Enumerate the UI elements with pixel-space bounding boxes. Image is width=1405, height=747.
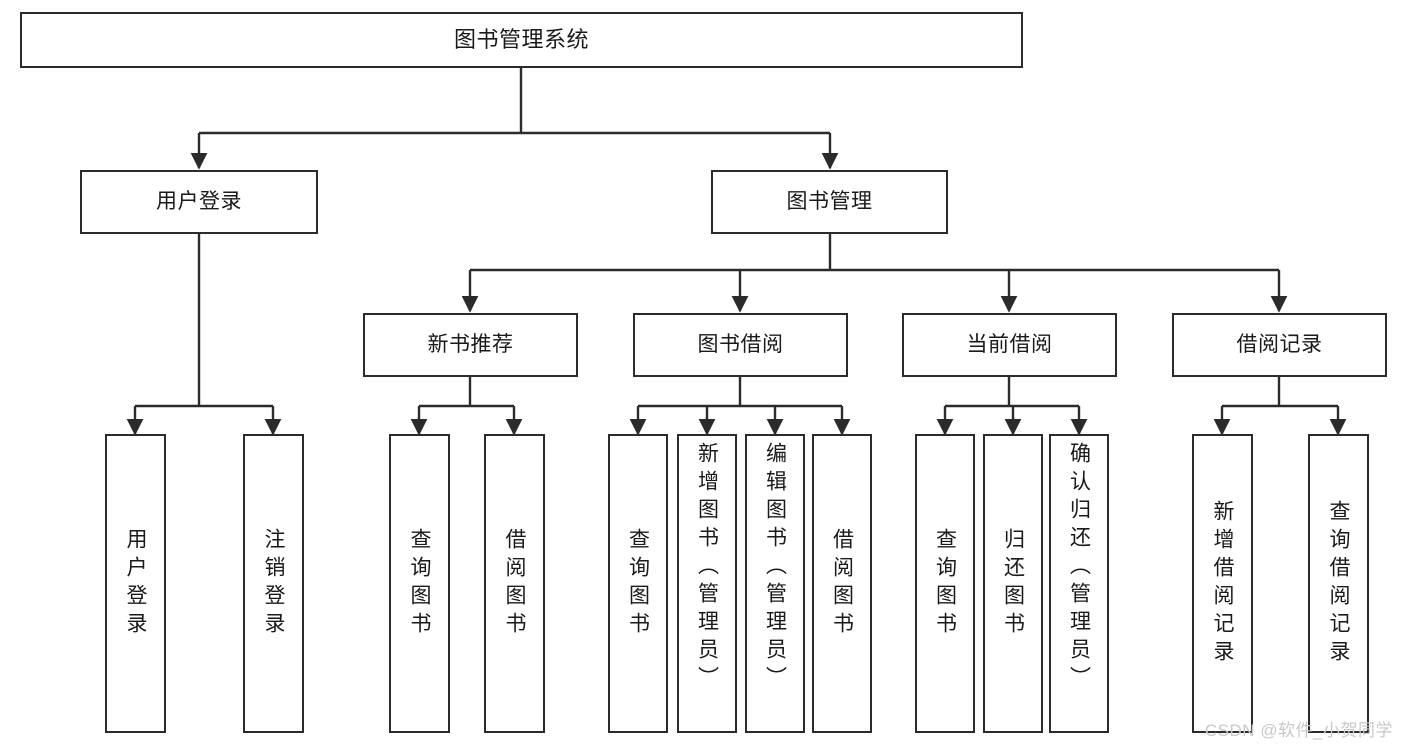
- leaf-book-borrow-add-label: 新增图书（管理员）: [695, 442, 719, 694]
- leaf-user-login-login[interactable]: 用户登录: [105, 434, 166, 733]
- leaf-book-borrow-search[interactable]: 查询图书: [608, 434, 668, 733]
- leaf-current-borrow-return[interactable]: 归还图书: [983, 434, 1043, 733]
- leaf-borrow-record-search-label: 查询借阅记录: [1327, 499, 1350, 668]
- node-book-borrow-label: 图书借阅: [697, 332, 784, 356]
- leaf-book-borrow-search-label: 查询图书: [626, 527, 650, 640]
- leaf-current-borrow-search[interactable]: 查询图书: [915, 434, 975, 733]
- leaf-new-book-search[interactable]: 查询图书: [389, 434, 450, 733]
- leaf-user-login-logout-label: 注销登录: [262, 527, 285, 640]
- leaf-book-borrow-borrow-label: 借阅图书: [830, 527, 854, 640]
- leaf-borrow-record-search[interactable]: 查询借阅记录: [1308, 434, 1369, 733]
- node-book-borrow[interactable]: 图书借阅: [633, 313, 848, 377]
- node-current-borrow[interactable]: 当前借阅: [902, 313, 1117, 377]
- leaf-current-borrow-return-label: 归还图书: [1001, 527, 1025, 640]
- leaf-book-borrow-borrow[interactable]: 借阅图书: [812, 434, 872, 733]
- leaf-new-book-borrow[interactable]: 借阅图书: [484, 434, 545, 733]
- leaf-user-login-login-label: 用户登录: [124, 527, 147, 640]
- leaf-new-book-borrow-label: 借阅图书: [503, 527, 526, 640]
- node-new-book-recommend-label: 新书推荐: [427, 332, 514, 356]
- node-user-login-label: 用户登录: [156, 189, 242, 213]
- leaf-book-borrow-edit-label: 编辑图书（管理员）: [763, 442, 787, 694]
- node-book-management[interactable]: 图书管理: [711, 170, 948, 234]
- node-root[interactable]: 图书管理系统: [20, 12, 1023, 68]
- leaf-book-borrow-add[interactable]: 新增图书（管理员）: [677, 434, 737, 733]
- leaf-borrow-record-add-label: 新增借阅记录: [1211, 499, 1234, 668]
- node-borrow-record-label: 借阅记录: [1236, 332, 1323, 356]
- leaf-user-login-logout[interactable]: 注销登录: [243, 434, 304, 733]
- leaf-book-borrow-edit[interactable]: 编辑图书（管理员）: [745, 434, 805, 733]
- leaf-current-borrow-confirm-return-label: 确认归还（管理员）: [1067, 442, 1091, 694]
- node-user-login[interactable]: 用户登录: [80, 170, 318, 234]
- csdn-watermark: CSDN @软件_小贺同学: [1204, 721, 1393, 740]
- leaf-current-borrow-search-label: 查询图书: [933, 527, 957, 640]
- leaf-new-book-search-label: 查询图书: [408, 527, 431, 640]
- leaf-borrow-record-add[interactable]: 新增借阅记录: [1192, 434, 1253, 733]
- node-new-book-recommend[interactable]: 新书推荐: [363, 313, 578, 377]
- node-borrow-record[interactable]: 借阅记录: [1172, 313, 1387, 377]
- node-current-borrow-label: 当前借阅: [966, 332, 1053, 356]
- leaf-current-borrow-confirm-return[interactable]: 确认归还（管理员）: [1049, 434, 1109, 733]
- node-book-management-label: 图书管理: [786, 189, 873, 213]
- node-root-label: 图书管理系统: [453, 27, 589, 53]
